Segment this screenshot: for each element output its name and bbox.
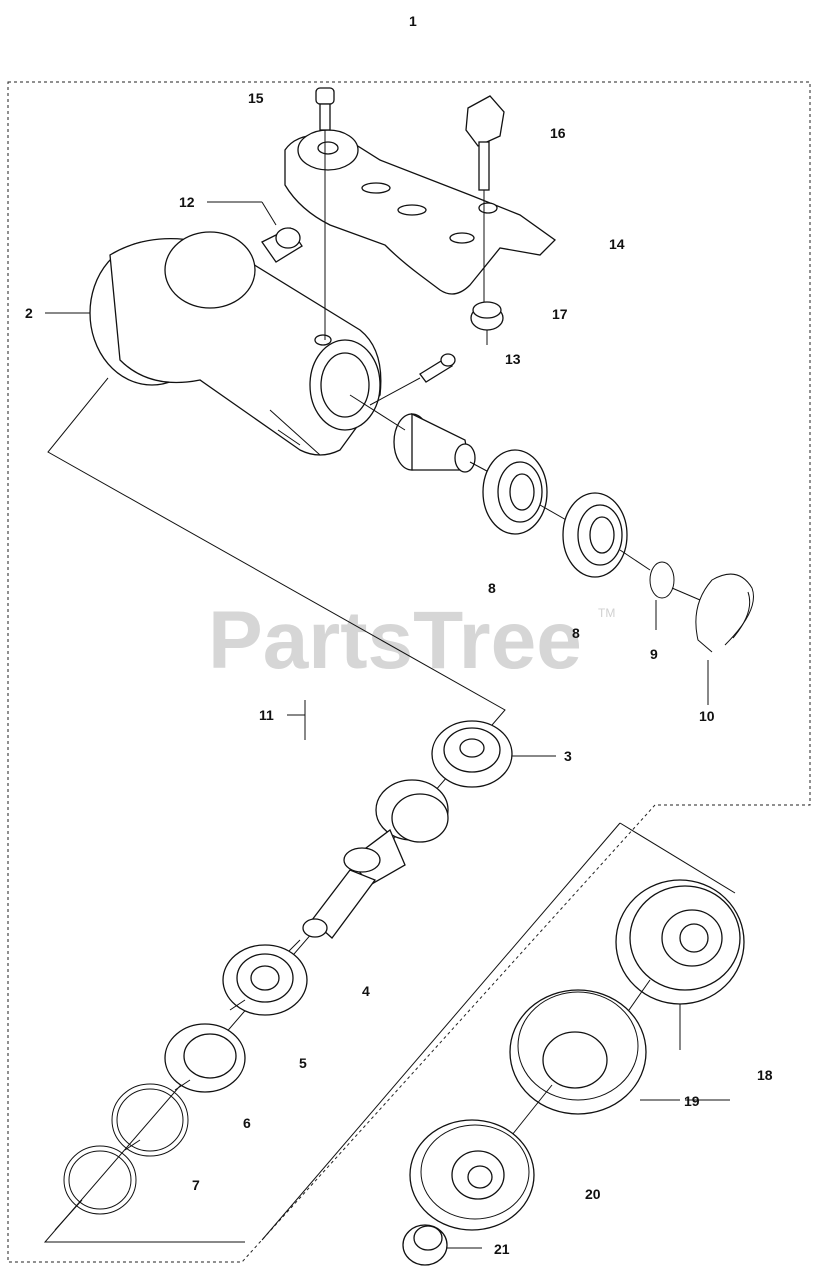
leader-12-b: [261, 201, 277, 226]
bearing-8a: [482, 449, 548, 535]
callout-12: 12: [179, 194, 195, 210]
callout-10: 10: [699, 708, 715, 724]
assembly-boundary: [7, 81, 811, 1263]
callout-15: 15: [248, 90, 264, 106]
support-cup: [509, 989, 680, 1115]
callout-2: 2: [25, 305, 33, 321]
callout-1: 1: [409, 13, 417, 29]
callout-13: 13: [505, 351, 521, 367]
callout-6: 6: [243, 1115, 251, 1131]
callout-19: 19: [684, 1093, 700, 1109]
screw-15: [315, 87, 335, 340]
callout-4: 4: [362, 983, 370, 999]
retaining-ring-10: [695, 573, 754, 705]
screw-13: [369, 353, 456, 406]
nut-21: [402, 1224, 482, 1266]
seal-6: [164, 1023, 246, 1093]
bearing-8b: [562, 492, 628, 578]
callout-17: 17: [552, 306, 568, 322]
callout-8a: 8: [488, 580, 496, 596]
guard-washer: [409, 1119, 535, 1231]
callout-21: 21: [494, 1241, 510, 1257]
group-bracket-link: [261, 822, 621, 1241]
callout-8b: 8: [572, 625, 580, 641]
watermark-brand: PartsTree: [208, 595, 582, 686]
callout-20: 20: [585, 1186, 601, 1202]
circlip-9: [649, 561, 675, 630]
group-bracket-lower: [619, 822, 736, 894]
callout-3: 3: [564, 748, 572, 764]
circlip-lower: [63, 1145, 137, 1215]
bolt-16: [465, 95, 505, 310]
callout-18: 18: [757, 1067, 773, 1083]
washer-7: [111, 1083, 189, 1157]
plug-screw: [261, 227, 303, 263]
group-bracket-upper: [43, 377, 506, 1243]
callout-7: 7: [192, 1177, 200, 1193]
bearing-5: [222, 944, 308, 1016]
callout-9: 9: [650, 646, 658, 662]
callout-14: 14: [609, 236, 625, 252]
callout-11: 11: [259, 707, 274, 723]
bevel-gear-shaft: [279, 779, 449, 961]
nut-17: [470, 301, 504, 345]
watermark-trademark: TM: [598, 606, 615, 620]
pinion-gear: [349, 394, 501, 479]
bearing-3: [431, 720, 556, 788]
callout-5: 5: [299, 1055, 307, 1071]
gear-housing: [89, 231, 382, 456]
callout-16: 16: [550, 125, 566, 141]
drive-disc: [615, 879, 745, 1050]
